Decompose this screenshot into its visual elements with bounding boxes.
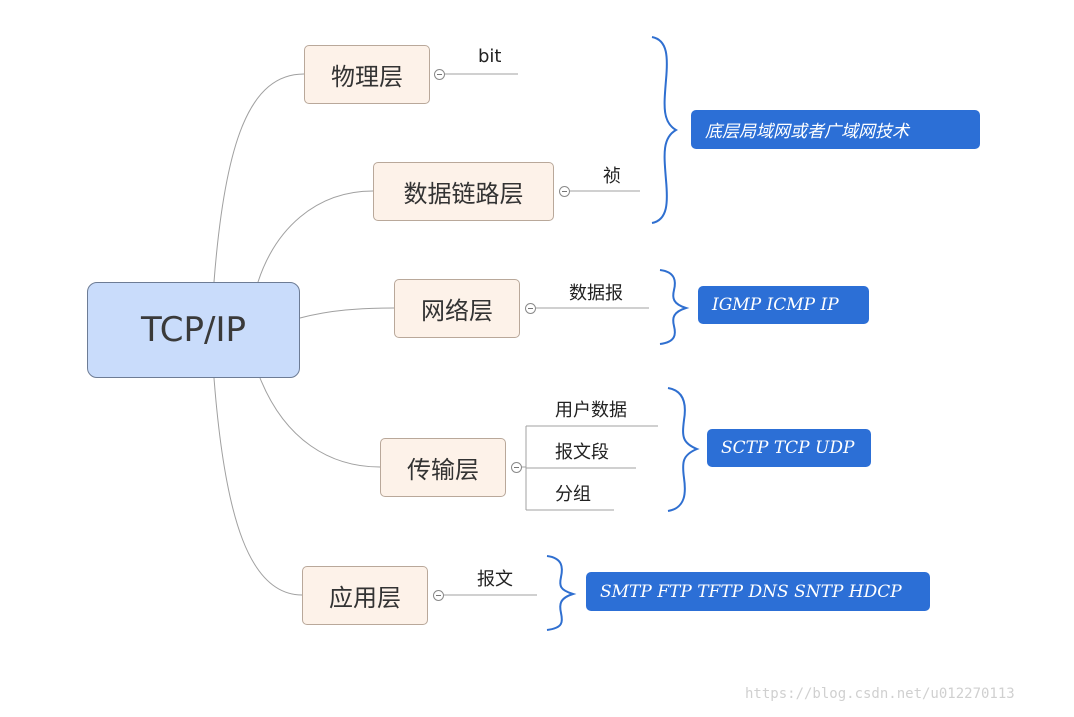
unit-transport-segment[interactable]: 报文段 [555,442,609,463]
layer-datalink[interactable]: 数据链路层 [373,162,554,221]
unit-transport-packet[interactable]: 分组 [555,484,591,505]
connector-transport-units [522,425,658,511]
brace-physical-datalink [651,36,679,224]
unit-application-message[interactable]: 报文 [477,569,513,590]
connector-root-application [213,377,303,596]
unit-transport-userdata[interactable]: 用户数据 [555,400,627,421]
layer-physical[interactable]: 物理层 [304,45,430,104]
collapse-icon-datalink[interactable] [559,186,570,197]
protocol-box-network[interactable]: IGMP ICMP IP [698,286,869,324]
unit-datalink-frame[interactable]: 祯 [603,166,621,187]
watermark-text: https://blog.csdn.net/u012270113 [745,686,1015,702]
protocol-box-transport[interactable]: SCTP TCP UDP [707,429,871,467]
root-node[interactable]: TCP/IP [87,282,300,378]
collapse-icon-application[interactable] [433,590,444,601]
layer-transport[interactable]: 传输层 [380,438,506,497]
connector-root-datalink [257,190,374,283]
unit-physical-bit[interactable]: bit [478,46,502,67]
brace-network [659,269,690,345]
protocol-box-lan-wan[interactable]: 底层局域网或者广域网技术 [691,110,980,149]
connector-root-network [299,307,395,319]
collapse-icon-transport[interactable] [511,462,522,473]
collapse-icon-physical[interactable] [434,69,445,80]
unit-network-datagram[interactable]: 数据报 [569,283,623,304]
layer-application[interactable]: 应用层 [302,566,428,625]
brace-transport [667,387,700,512]
layer-network[interactable]: 网络层 [394,279,520,338]
brace-application [546,555,577,631]
collapse-icon-network[interactable] [525,303,536,314]
connector-root-transport [259,377,381,468]
protocol-box-application[interactable]: SMTP FTP TFTP DNS SNTP HDCP [586,572,930,611]
connector-root-physical [213,73,305,283]
